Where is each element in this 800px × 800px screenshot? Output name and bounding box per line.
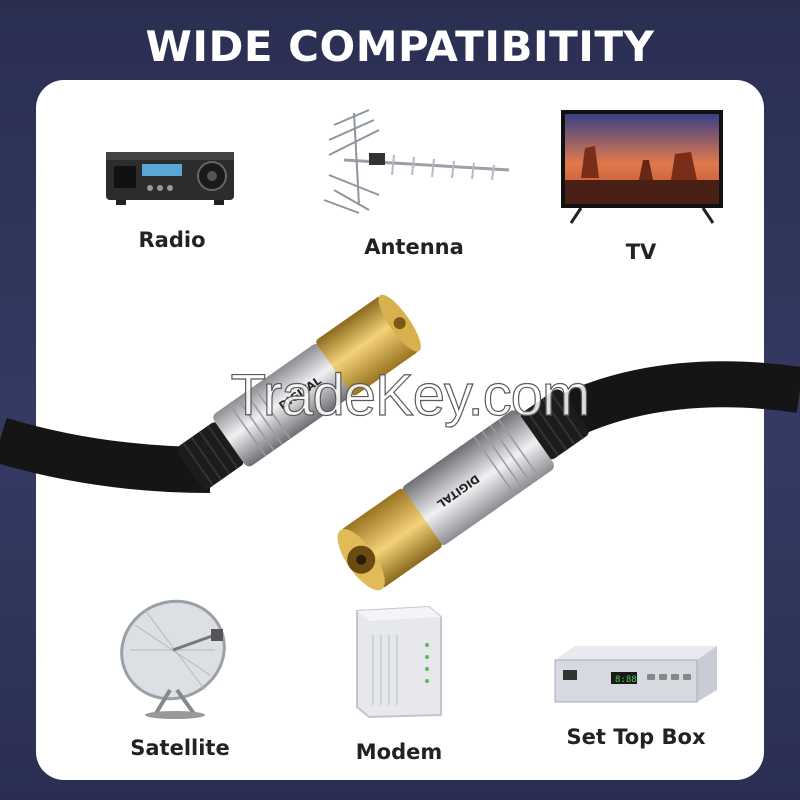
device-label-antenna: Antenna (364, 235, 464, 259)
cable-right (549, 361, 800, 441)
male-connector: DIGITAL (177, 294, 421, 489)
female-connector: DIGITAL (337, 389, 589, 591)
svg-text:8:88: 8:88 (615, 675, 637, 685)
watermark: TradeKey.com (230, 362, 591, 428)
tv-icon (561, 110, 723, 224)
device-antenna: Antenna (314, 105, 514, 259)
set-top-box-icon: 8:88 (554, 646, 717, 703)
satellite-dish-icon (120, 599, 226, 719)
device-label-radio: Radio (138, 228, 206, 252)
radio-icon (106, 152, 234, 205)
device-modem: Modem (299, 605, 499, 764)
device-radio: Radio (72, 140, 272, 252)
device-label-modem: Modem (355, 740, 443, 764)
modem-icon (356, 605, 442, 719)
device-label-satellite: Satellite (130, 736, 230, 760)
device-satellite: Satellite (80, 595, 280, 760)
device-label-tv: TV (625, 240, 657, 264)
cable-left (0, 417, 211, 493)
device-label-settopbox: Set Top Box (566, 725, 706, 749)
antenna-icon (323, 109, 510, 214)
page-title: WIDE COMPATIBITITY (145, 22, 655, 71)
device-settopbox: 8:88 Set Top Box (536, 640, 736, 749)
device-tv: TV (541, 108, 741, 264)
